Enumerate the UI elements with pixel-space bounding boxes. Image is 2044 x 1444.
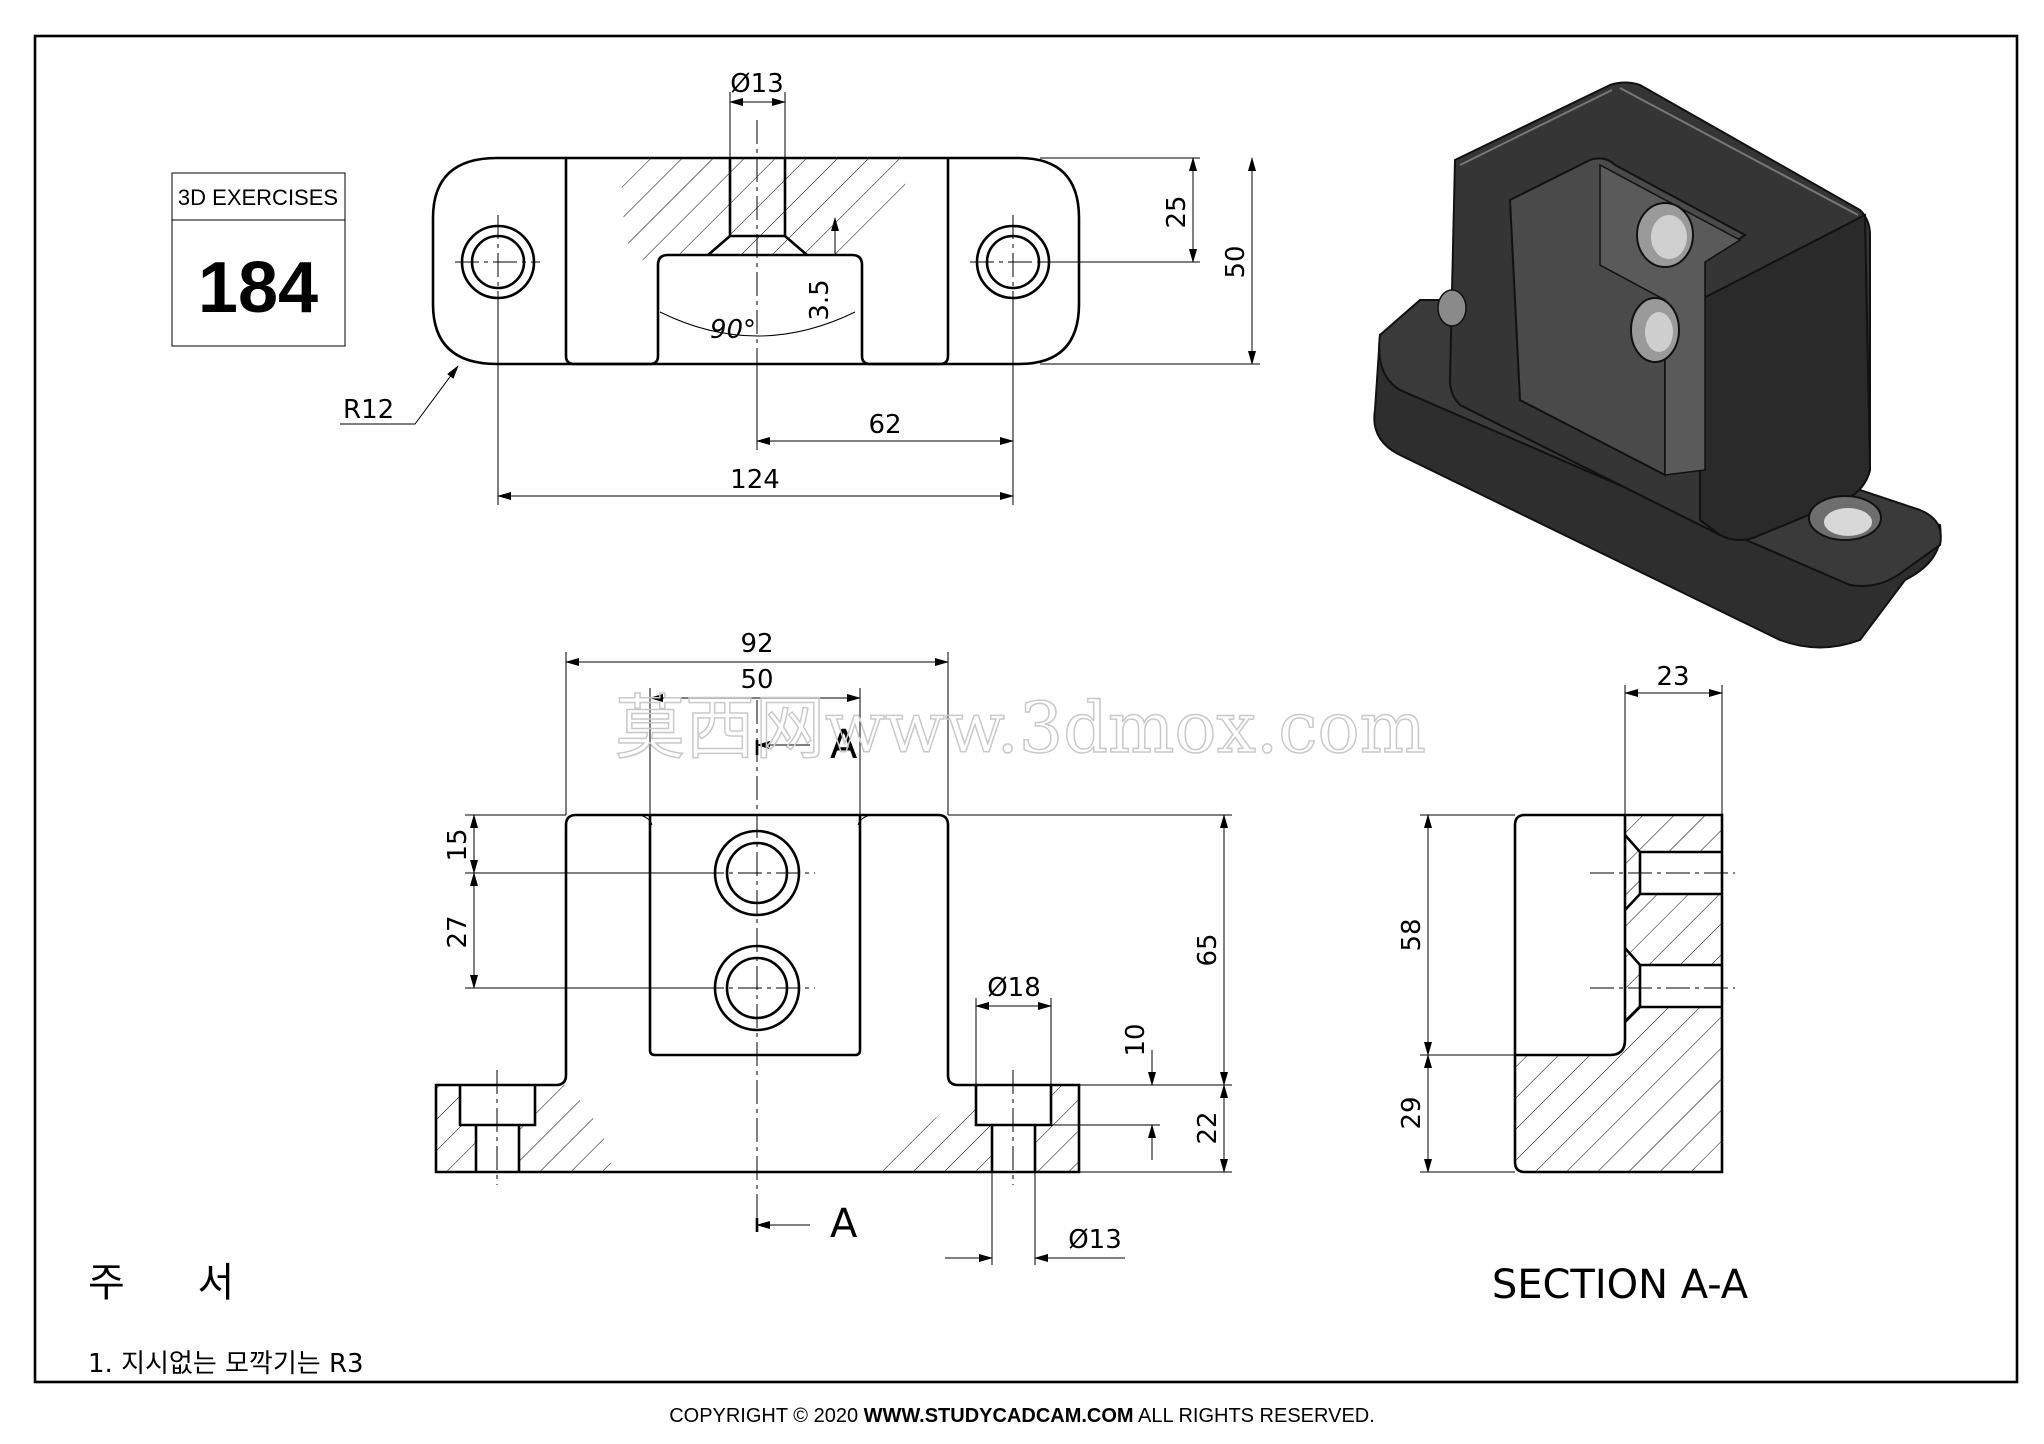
dim-top-half-spacing: 62 [868, 410, 901, 440]
isometric-view [1373, 81, 1942, 649]
dim-front-slot: 50 [740, 665, 773, 695]
dim-top-radius: R12 [343, 395, 394, 425]
notes-title: 주 서 [88, 1260, 264, 1306]
exercise-number: 184 [198, 248, 318, 328]
dim-front-cbore-dia: Ø18 [987, 973, 1041, 1003]
dim-front-cbore-depth: 10 [1121, 1023, 1151, 1056]
dim-front-base: 22 [1193, 1111, 1223, 1144]
dim-front-length: 92 [740, 629, 773, 659]
exercise-label: 3D EXERCISES [178, 185, 338, 210]
dim-top-hole-spacing: 124 [730, 465, 780, 495]
dim-section-lower: 29 [1397, 1096, 1427, 1129]
cut-label-bottom: A [830, 1201, 858, 1247]
dim-section-upper: 58 [1397, 918, 1427, 951]
exercise-badge: 3D EXERCISES 184 [171, 172, 346, 347]
notes: 주 서 1. 지시없는 모깍기는 R3 [88, 1260, 364, 1379]
sheet-border [33, 34, 2019, 1384]
section-view-hatch [1515, 815, 1722, 1172]
top-view-outline [431, 156, 1081, 366]
top-view-hatch [620, 158, 906, 270]
dim-top-width: 50 [1221, 245, 1251, 278]
dim-top-chamfer: 3.5 [805, 279, 835, 320]
section-view-outline [1513, 813, 1724, 1174]
copyright: COPYRIGHT © 2020 WWW.STUDYCADCAM.COM ALL… [669, 1405, 1375, 1427]
copyright-site: WWW.STUDYCADCAM.COM [864, 1405, 1134, 1427]
dim-front-height: 65 [1193, 933, 1223, 966]
dim-section-wall: 23 [1656, 662, 1689, 692]
front-view: A A 92 50 15 27 65 22 10 [434, 629, 1232, 1265]
front-view-outline [434, 813, 1081, 1174]
dim-top-hole-dia: Ø13 [730, 69, 784, 99]
top-view: Ø13 25 50 3.5 90° R12 62 124 [340, 69, 1260, 505]
note-item: 1. 지시없는 모깍기는 R3 [88, 1349, 364, 1379]
watermark: 莫西网www.3dmox.com [615, 687, 1426, 769]
dim-front-hole-top: 15 [443, 828, 473, 861]
dim-front-hole-spacing: 27 [443, 915, 473, 948]
dim-top-angle: 90° [710, 315, 756, 345]
section-view: 23 58 29 SECTION A-A [1397, 662, 1749, 1308]
dim-top-depth: 25 [1162, 195, 1192, 228]
section-title: SECTION A-A [1492, 1262, 1749, 1308]
dim-front-hole-dia: Ø13 [1068, 1225, 1122, 1255]
cut-label-top: A [830, 722, 858, 768]
